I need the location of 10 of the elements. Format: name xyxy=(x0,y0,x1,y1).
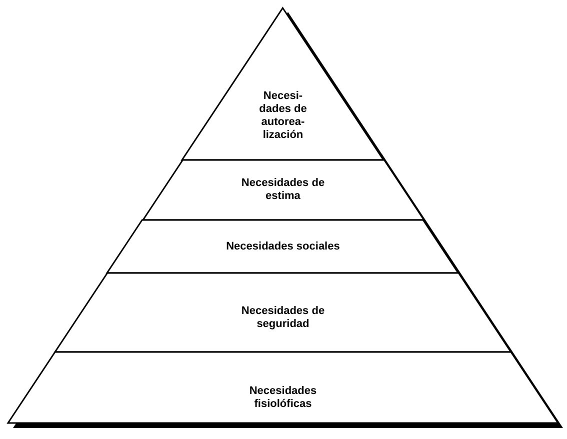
pyramid-level xyxy=(55,273,511,352)
pyramid-level xyxy=(182,8,384,160)
level-label: Necesidades de estima xyxy=(240,177,326,203)
pyramid-level xyxy=(8,352,558,423)
pyramid-level xyxy=(107,220,459,273)
level-label: Necesidades sociales xyxy=(225,240,341,254)
pyramid-level xyxy=(142,160,424,220)
level-label: Necesidades fisiolóficas xyxy=(248,385,318,411)
level-label: Necesidades de seguridad xyxy=(240,305,326,331)
level-label: Necesi-dades de autorea-lización xyxy=(258,90,308,142)
